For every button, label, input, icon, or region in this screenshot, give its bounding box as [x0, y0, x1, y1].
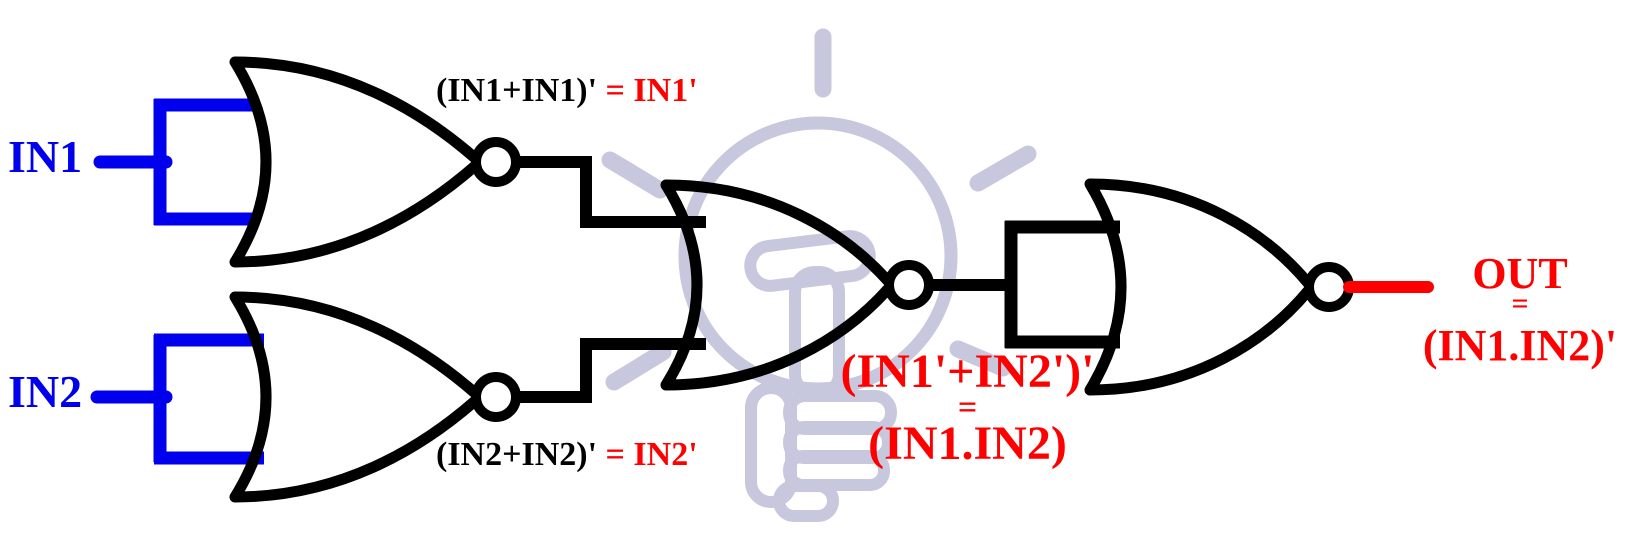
- nor3-expression-equals: =: [957, 389, 978, 426]
- interconnect-wires: [516, 156, 1120, 403]
- wire-nor2-to-nor3: [516, 338, 706, 403]
- output-label: OUT = (IN1.IN2)': [1398, 252, 1642, 368]
- nor3-expression-line1: (IN1'+IN2')': [840, 345, 1095, 398]
- nor2-expression-label: (IN2+IN2)' = IN2': [436, 438, 698, 472]
- nor-gate-2: [229, 291, 521, 503]
- nor2-expression-red: = IN2': [605, 436, 698, 473]
- nor-gate-3: [660, 179, 934, 391]
- nor-gate-3-bubble: [884, 260, 934, 310]
- nor-gates: [229, 56, 1354, 503]
- nor1-expression-red: = IN1': [605, 72, 698, 109]
- nor3-expression-line3: (IN1.IN2): [868, 417, 1067, 470]
- light-bulb-icon: [601, 28, 1037, 522]
- nor-gate-4: [1084, 178, 1354, 396]
- nor2-expression-black: (IN2+IN2)': [436, 436, 598, 473]
- output-label-out: OUT: [1472, 249, 1568, 298]
- input-wires: [90, 98, 264, 465]
- bulb-rays: [601, 28, 1037, 391]
- nor1-expression-label: (IN1+IN1)' = IN1': [436, 74, 698, 108]
- nor4-tie: [1004, 220, 1120, 349]
- nor3-expression-label: (IN1'+IN2')' = (IN1.IN2): [795, 348, 1140, 468]
- output-label-equals: =: [1511, 287, 1529, 320]
- bulb-base: [745, 382, 897, 522]
- nor-gate-1-bubble: [471, 137, 521, 187]
- output-label-expression: (IN1.IN2)': [1422, 321, 1618, 370]
- input-label-in1: IN1: [8, 131, 83, 182]
- wire-nor1-to-nor3: [516, 156, 706, 228]
- input-label-in2: IN2: [8, 366, 83, 417]
- nor-gate-2-bubble: [471, 372, 521, 422]
- nor-gate-1: [229, 56, 521, 268]
- nor1-expression-black: (IN1+IN1)': [436, 72, 598, 109]
